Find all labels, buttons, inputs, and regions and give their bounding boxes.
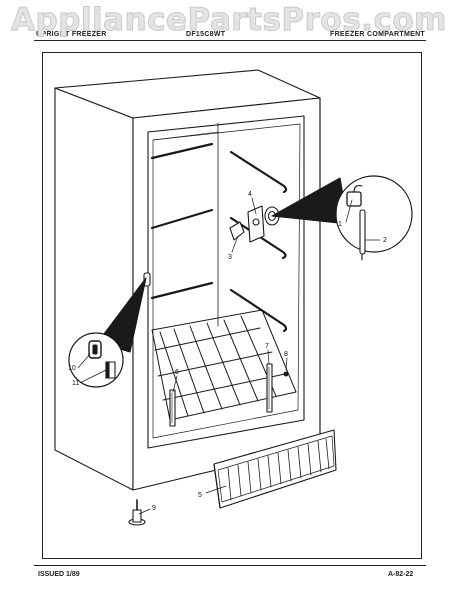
- screw-8: [283, 371, 289, 377]
- diagram-frame: [42, 52, 422, 559]
- callout-9: 9: [152, 505, 156, 512]
- footer-rule: [34, 565, 426, 566]
- header-model-number: DF15C8WT: [186, 31, 226, 38]
- callout-10: 10: [68, 365, 76, 372]
- header-model-type: UPRIGHT FREEZER: [36, 31, 107, 38]
- cabinet-outline: [54, 69, 321, 491]
- callout-7: 7: [265, 343, 269, 350]
- watermark: AppliancePartsPros.com: [11, 2, 447, 39]
- callout-leaders: [77, 197, 381, 515]
- footer-issued: ISSUED 1/89: [38, 571, 80, 578]
- kick-plate-grille: [213, 429, 337, 509]
- callout-8: 8: [284, 351, 288, 358]
- basket-support-right: [266, 363, 273, 413]
- callout-3: 3: [228, 254, 232, 261]
- leveling-leg: [128, 499, 146, 526]
- callout-11: 11: [72, 380, 79, 387]
- header-rule: [34, 40, 426, 41]
- shelf-rails-right: [229, 150, 288, 333]
- callout-2: 2: [383, 237, 387, 244]
- basket-support-left: [169, 389, 176, 427]
- header-section-title: FREEZER COMPARTMENT: [330, 31, 426, 38]
- callout-4: 4: [248, 191, 252, 198]
- footer-page-code: A-82-22: [388, 571, 414, 578]
- bottom-basket: [151, 309, 297, 421]
- callout-1: 1: [338, 221, 342, 228]
- callout-5: 5: [198, 492, 202, 499]
- detail-thermostat: [271, 175, 413, 261]
- detail-latch: [68, 277, 147, 388]
- compartment-liner: [147, 115, 305, 449]
- shelf-rails-left: [150, 142, 214, 300]
- callout-6: 6: [175, 369, 179, 376]
